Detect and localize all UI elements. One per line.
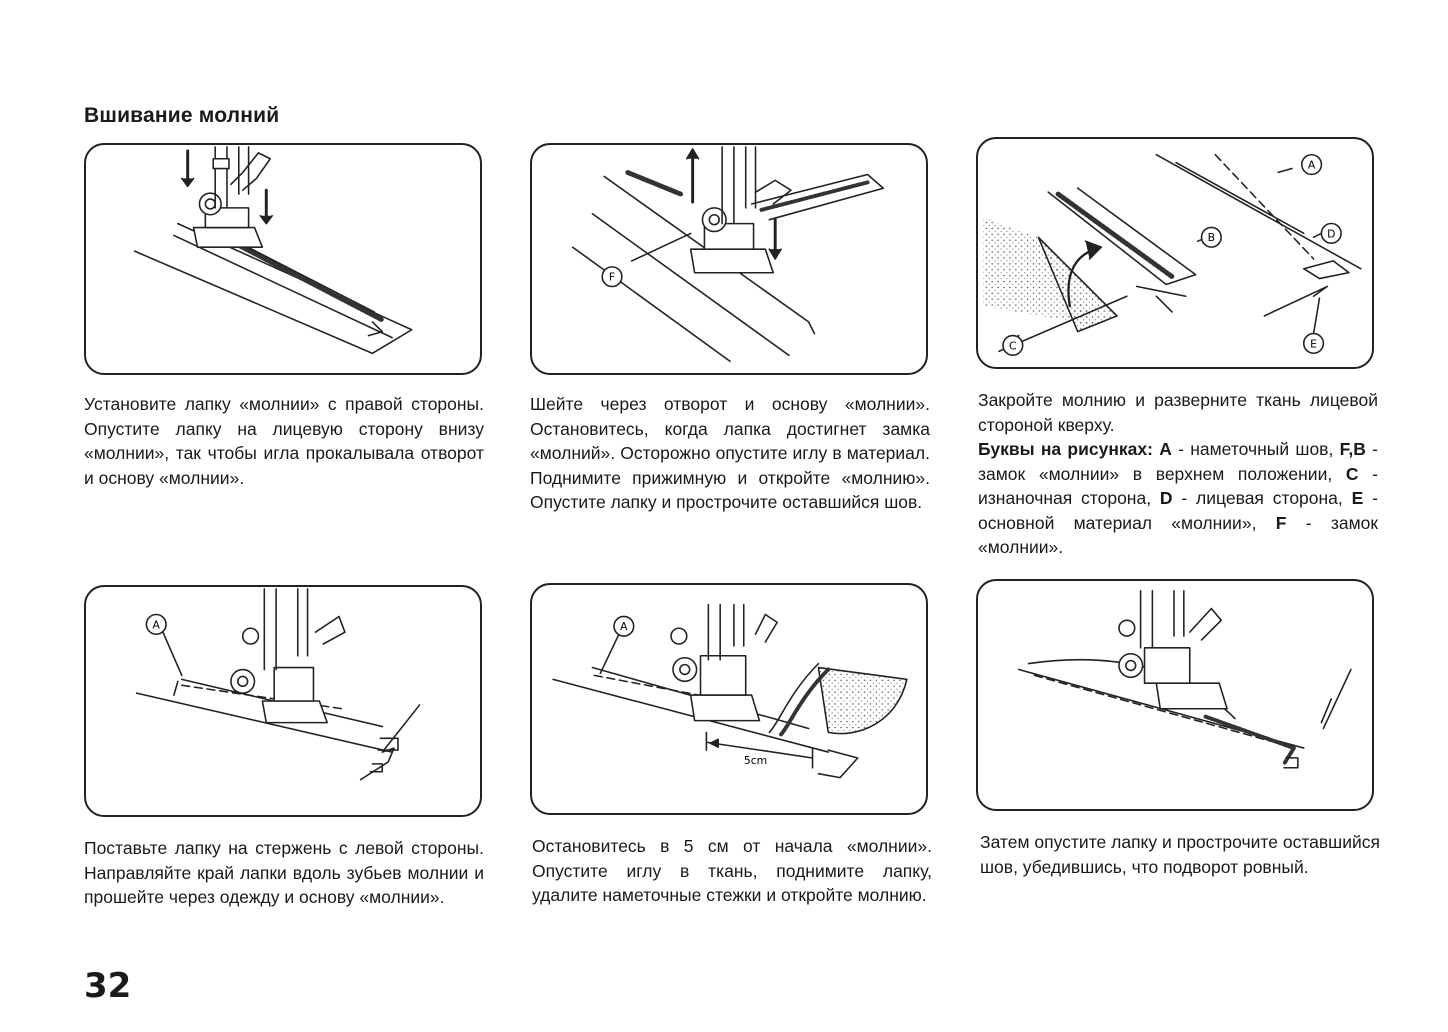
illustration-step-6 [976, 579, 1374, 811]
label-a: A [620, 620, 628, 633]
caption-text: Шейте через отворот и основу «молнии». О… [530, 394, 930, 512]
stop-5cm-open-zipper-drawing: A 5cm [552, 603, 908, 779]
caption-text: Закройте молнию и разверните ткань лицев… [978, 390, 1378, 435]
illustration-step-2: F [530, 143, 928, 375]
caption-step-5: Остановитесь в 5 см от начала «молнии». … [532, 834, 932, 908]
legend-text: - замок «молнии». [978, 512, 1378, 558]
finish-seam-drawing [1017, 590, 1352, 769]
illustration-step-1 [84, 143, 482, 375]
label-c: C [1009, 339, 1017, 352]
label-b: B [1208, 231, 1215, 244]
caption-step-6: Затем опустите лапку и прострочите остав… [980, 830, 1380, 879]
measure-label: 5cm [744, 754, 767, 767]
legend-key: C [1345, 463, 1359, 484]
label-e: E [1310, 337, 1317, 350]
caption-step-3: Закройте молнию и разверните ткань лицев… [978, 388, 1378, 560]
legend-key: A [1159, 439, 1172, 459]
label-a: A [1308, 158, 1316, 171]
caption-step-4: Поставьте лапку на стержень с левой стор… [84, 836, 484, 910]
illustration-step-3: A B C D E [976, 137, 1374, 369]
legend-key: E [1351, 488, 1364, 508]
legend-text: - наметочный шов, [1171, 439, 1340, 459]
legend-text: - изнаночная сторона, [978, 463, 1378, 509]
fabric-turned-right-side-up-drawing: A B C D E [983, 153, 1362, 356]
legend-lead: Буквы на рисунках: [978, 439, 1153, 459]
label-a: A [153, 618, 161, 631]
page-number: 32 [84, 966, 132, 1006]
label-d: D [1327, 227, 1335, 240]
presser-foot-left-side-drawing: A [135, 588, 421, 781]
presser-foot-zipper-right-drawing [133, 146, 413, 355]
legend-key: D [1159, 488, 1173, 508]
sewing-to-zipper-slider-drawing: F [571, 146, 885, 362]
legend-key: F [1275, 512, 1287, 533]
caption-step-1: Установите лапку «молнии» с правой сторо… [84, 392, 484, 490]
caption-text: Затем опустите лапку и прострочите остав… [980, 832, 1380, 877]
legend-text: - замок «молнии» в верхнем положении, [978, 439, 1378, 484]
caption-text: Установите лапку «молнии» с правой сторо… [84, 394, 484, 488]
caption-text: Поставьте лапку на стержень с левой стор… [84, 838, 484, 907]
page-title: Вшивание молний [84, 104, 280, 127]
illustration-step-5: A 5cm [530, 583, 928, 815]
legend: Буквы на рисунках: A - наметочный шов, F… [978, 437, 1378, 560]
legend-key: F,B [1339, 439, 1366, 459]
label-f: F [609, 271, 615, 284]
illustration-step-4: A [84, 585, 482, 817]
caption-step-2: Шейте через отворот и основу «молнии». О… [530, 392, 930, 515]
legend-text: - лицевая сторона, [1172, 488, 1352, 508]
caption-text: Остановитесь в 5 см от начала «молнии». … [532, 836, 932, 905]
legend-text: - основной материал «молнии», [978, 488, 1378, 533]
